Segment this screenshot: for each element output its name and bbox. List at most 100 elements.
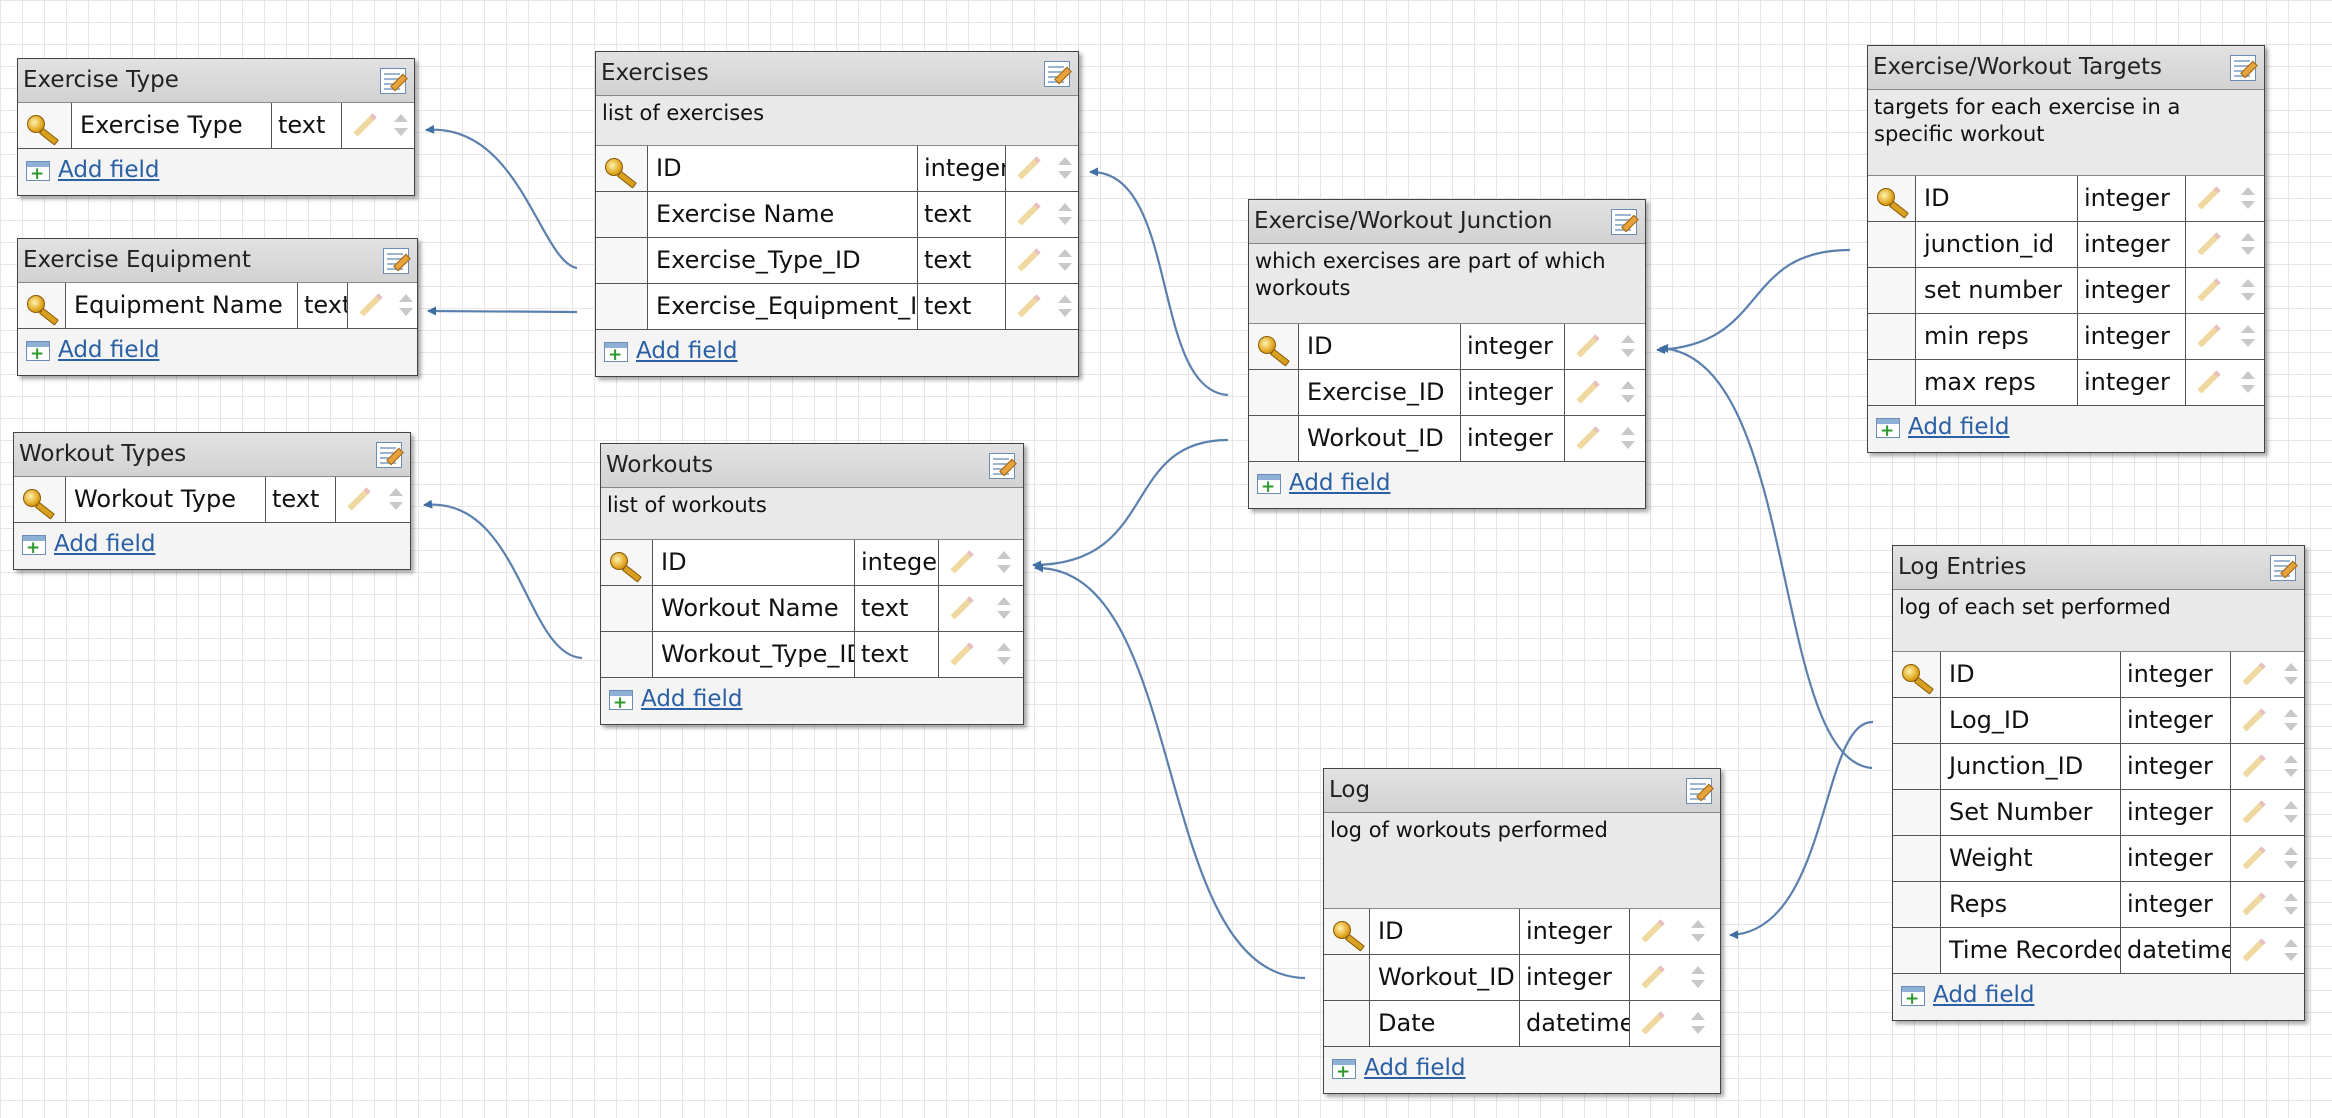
edit-field-button[interactable] [336,477,382,522]
move-up-icon[interactable] [2283,663,2298,671]
move-up-icon[interactable] [1058,295,1072,303]
edit-table-icon[interactable] [2270,555,2296,581]
add-field-link[interactable]: Add field [58,157,160,183]
table-header[interactable]: Exercise/Workout Targets [1868,46,2264,90]
edit-field-button[interactable] [2231,652,2277,697]
add-field-row[interactable]: Add field [601,678,1023,724]
table-header[interactable]: Log Entries [1893,546,2304,590]
move-down-icon[interactable] [2241,293,2255,301]
add-field-row[interactable]: Add field [18,149,414,195]
move-up-icon[interactable] [1058,249,1072,257]
add-field-link[interactable]: Add field [1933,982,2035,1008]
move-up-icon[interactable] [2241,187,2255,195]
add-field-row[interactable]: Add field [596,330,1078,376]
edit-field-button[interactable] [939,586,985,631]
table-header[interactable]: Exercise Equipment [18,239,417,283]
move-down-icon[interactable] [2283,861,2298,869]
reorder-field-button[interactable] [2277,698,2304,743]
reorder-field-button[interactable] [1052,284,1078,329]
move-up-icon[interactable] [394,114,408,122]
edit-field-button[interactable] [1565,416,1611,461]
reorder-field-button[interactable] [2232,176,2264,221]
reorder-field-button[interactable] [1611,416,1645,461]
move-down-icon[interactable] [997,657,1011,665]
add-field-row[interactable]: Add field [1868,406,2264,452]
move-down-icon[interactable] [2283,677,2298,685]
reorder-field-button[interactable] [2277,928,2304,973]
reorder-field-button[interactable] [2232,222,2264,267]
move-up-icon[interactable] [2241,325,2255,333]
move-down-icon[interactable] [2283,723,2298,731]
move-up-icon[interactable] [2283,755,2298,763]
move-up-icon[interactable] [1691,920,1705,928]
add-field-link[interactable]: Add field [58,337,160,363]
edit-table-icon[interactable] [1686,778,1712,804]
edit-field-button[interactable] [2231,790,2277,835]
reorder-field-button[interactable] [2277,882,2304,927]
add-field-icon[interactable] [26,341,50,364]
add-field-icon[interactable] [604,342,628,365]
move-up-icon[interactable] [2283,801,2298,809]
edit-table-icon[interactable] [989,453,1015,479]
move-down-icon[interactable] [1621,441,1635,449]
move-down-icon[interactable] [2283,953,2298,961]
move-down-icon[interactable] [2241,385,2255,393]
reorder-field-button[interactable] [1676,955,1720,1000]
move-down-icon[interactable] [1621,395,1635,403]
add-field-icon[interactable] [609,690,633,713]
reorder-field-button[interactable] [1052,238,1078,283]
edit-field-button[interactable] [2231,882,2277,927]
add-field-icon[interactable] [22,535,46,558]
reorder-field-button[interactable] [985,632,1023,677]
edit-field-button[interactable] [2231,698,2277,743]
edit-table-icon[interactable] [1044,61,1070,87]
add-field-link[interactable]: Add field [1908,414,2010,440]
reorder-field-button[interactable] [2277,744,2304,789]
reorder-field-button[interactable] [394,283,417,328]
reorder-field-button[interactable] [1676,1001,1720,1046]
add-field-icon[interactable] [26,161,50,184]
move-down-icon[interactable] [997,565,1011,573]
move-down-icon[interactable] [389,502,403,510]
move-up-icon[interactable] [389,488,403,496]
edit-field-button[interactable] [1565,324,1611,369]
move-up-icon[interactable] [2241,371,2255,379]
add-field-link[interactable]: Add field [636,338,738,364]
edit-field-button[interactable] [1006,192,1052,237]
move-up-icon[interactable] [997,551,1011,559]
reorder-field-button[interactable] [2277,790,2304,835]
edit-field-button[interactable] [2186,222,2232,267]
move-down-icon[interactable] [394,128,408,136]
edit-field-button[interactable] [2186,360,2232,405]
edit-field-button[interactable] [2186,176,2232,221]
table-header[interactable]: Exercise/Workout Junction [1249,200,1645,244]
move-down-icon[interactable] [997,611,1011,619]
reorder-field-button[interactable] [2232,360,2264,405]
edit-field-button[interactable] [2186,268,2232,313]
add-field-icon[interactable] [1876,418,1900,441]
move-up-icon[interactable] [997,643,1011,651]
edit-field-button[interactable] [2231,836,2277,881]
move-down-icon[interactable] [1058,263,1072,271]
